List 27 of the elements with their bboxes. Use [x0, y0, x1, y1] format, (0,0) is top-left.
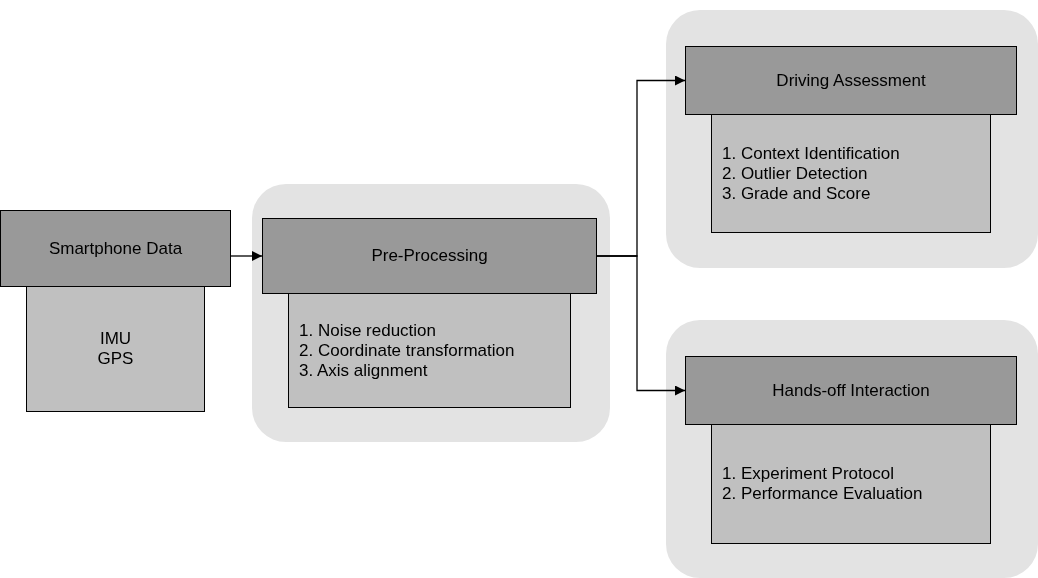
list-item: GPS — [97, 349, 134, 369]
step-list-box — [711, 424, 991, 544]
list-item: 1. Context Identification — [722, 143, 900, 164]
stage-header-box — [685, 46, 1017, 115]
arrow — [596, 255, 686, 396]
stage-title: Pre-Processing — [371, 246, 488, 266]
step-list-box — [288, 293, 571, 408]
arrow — [230, 251, 263, 261]
list-item: 2. Performance Evaluation — [722, 484, 923, 504]
group-panel — [666, 10, 1038, 268]
list-item: 1. Noise reduction — [299, 320, 437, 341]
list-item: 3. Grade and Score — [722, 183, 871, 204]
stage-title: Smartphone Data — [48, 238, 183, 259]
stage-header-box — [262, 218, 597, 294]
group-panel — [666, 320, 1038, 578]
stage-title: Hands-off Interaction — [772, 380, 930, 401]
list-item: IMU — [99, 329, 132, 349]
sensor-list-box — [26, 286, 205, 412]
list-item: 2. Coordinate transformation — [299, 340, 515, 361]
list-item: 2. Outlier Detection — [722, 163, 868, 184]
list-item: 1. Experiment Protocol — [722, 464, 894, 484]
stage-header-box — [0, 210, 231, 287]
step-list-box — [711, 114, 991, 233]
stage-title: Driving Assessment — [776, 70, 926, 91]
stage-header-box — [685, 356, 1017, 425]
list-item: 3. Axis alignment — [299, 360, 428, 381]
group-panel — [252, 184, 610, 442]
